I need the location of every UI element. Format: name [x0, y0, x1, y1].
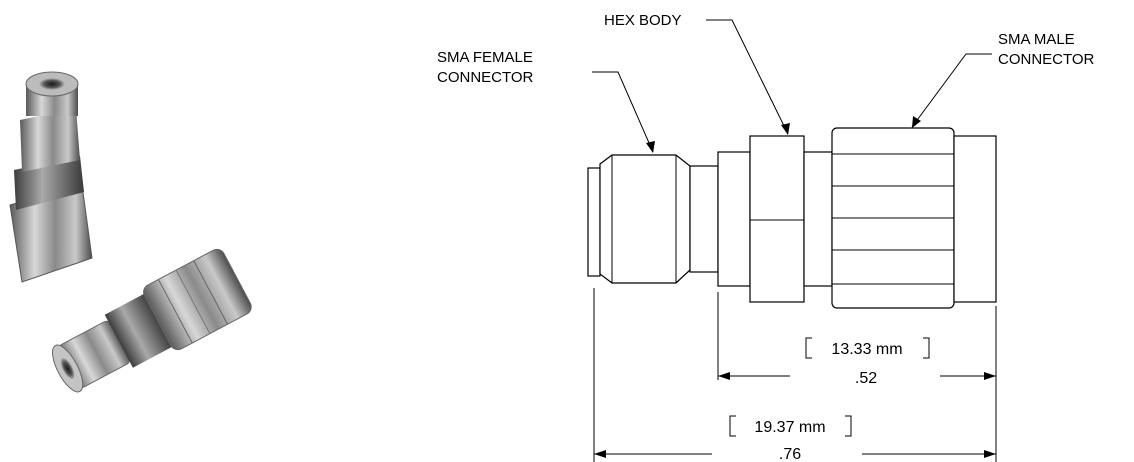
hex-body-shape — [749, 135, 805, 303]
dimension-long: 19.37 mm .76 — [594, 415, 996, 462]
lower-adapter-image — [52, 248, 252, 393]
female-callout-leader — [592, 71, 654, 153]
collar — [803, 151, 833, 287]
male-connector-label-line1: SMA MALE — [998, 31, 1075, 48]
female-tip — [587, 167, 601, 277]
female-connector-label-line2: CONNECTOR — [437, 69, 534, 86]
connector-drawing: HEX BODY SMA FEMALE CONNECTOR SMA MALE C… — [437, 12, 1095, 462]
dimension-long-in: .76 — [779, 446, 801, 462]
dimension-short: 13.33 mm .52 — [718, 337, 996, 387]
flange — [717, 151, 751, 287]
male-callout-leader — [911, 53, 992, 128]
male-connector-label-line2: CONNECTOR — [998, 51, 1095, 68]
dimension-short-in: .52 — [855, 370, 877, 387]
neck — [689, 165, 719, 273]
hex-body-label: HEX BODY — [604, 12, 682, 29]
dimension-long-mm: 19.37 mm — [754, 419, 825, 436]
dimension-short-mm: 13.33 mm — [831, 341, 902, 358]
product-photo — [9, 71, 252, 393]
upper-adapter-image — [9, 71, 93, 283]
hex-callout-leader — [706, 19, 789, 135]
male-end — [953, 135, 997, 303]
female-connector-label-line1: SMA FEMALE — [437, 49, 533, 66]
